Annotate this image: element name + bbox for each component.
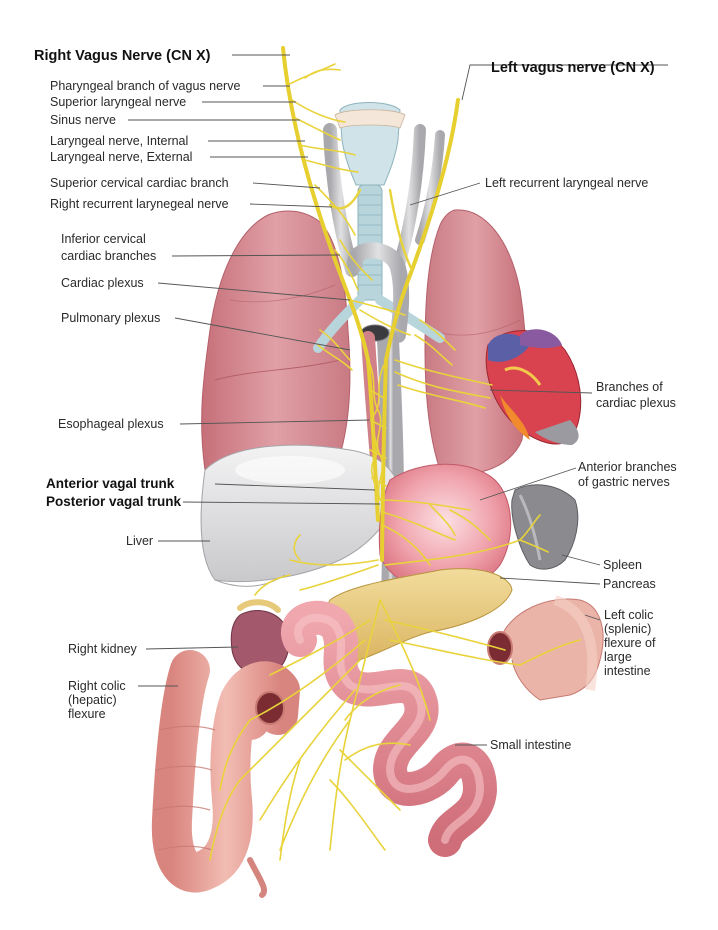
label-small-intestine: Small intestine [490,738,571,752]
label-right-vagus: Right Vagus Nerve (CN X) [34,48,211,64]
label-pulmonary-plexus: Pulmonary plexus [61,311,160,325]
label-left-colic-1: Left colic [604,608,653,622]
label-right-kidney: Right kidney [68,642,138,656]
label-right-colic-1: Right colic [68,679,126,693]
label-inferior-cervical-2: cardiac branches [61,249,156,263]
label-esophageal-plexus: Esophageal plexus [58,417,164,431]
label-pancreas: Pancreas [603,577,656,591]
label-sinus-nerve: Sinus nerve [50,113,116,127]
label-cardiac-plexus: Cardiac plexus [61,276,144,290]
label-branches-cardiac-1: Branches of [596,380,663,394]
label-laryngeal-external: Laryngeal nerve, External [50,150,192,164]
label-inferior-cervical-1: Inferior cervical [61,232,146,246]
label-left-colic-2: (splenic) [604,622,651,636]
small-intestine [281,600,497,857]
ascending-colon [151,650,300,893]
label-anterior-gastric-1: Anterior branches [578,460,677,474]
leader-lines [128,54,668,746]
label-right-colic-3: flexure [68,707,106,721]
label-left-colic-4: large [604,650,632,664]
label-right-colic-2: (hepatic) [68,693,117,707]
label-left-vagus: Left vagus nerve (CN X) [491,60,655,76]
label-anterior-vagal-trunk: Anterior vagal trunk [46,476,175,491]
label-superior-cervical-cardiac: Superior cervical cardiac branch [50,176,229,190]
label-branches-cardiac-2: cardiac plexus [596,396,676,410]
heart [485,329,582,445]
label-left-recurrent: Left recurrent laryngeal nerve [485,176,648,190]
label-spleen: Spleen [603,558,642,572]
label-superior-laryngeal: Superior laryngeal nerve [50,95,186,109]
label-pharyngeal-branch: Pharyngeal branch of vagus nerve [50,79,240,93]
label-right-recurrent: Right recurrent larynegeal nerve [50,197,229,211]
label-laryngeal-internal: Laryngeal nerve, Internal [50,134,188,148]
label-posterior-vagal-trunk: Posterior vagal trunk [46,494,182,509]
label-anterior-gastric-2: of gastric nerves [578,475,670,489]
vagus-nerves [209,46,581,861]
label-left-colic-3: flexure of [604,636,656,650]
label-left-colic-5: intestine [604,664,651,678]
label-liver: Liver [126,534,153,548]
